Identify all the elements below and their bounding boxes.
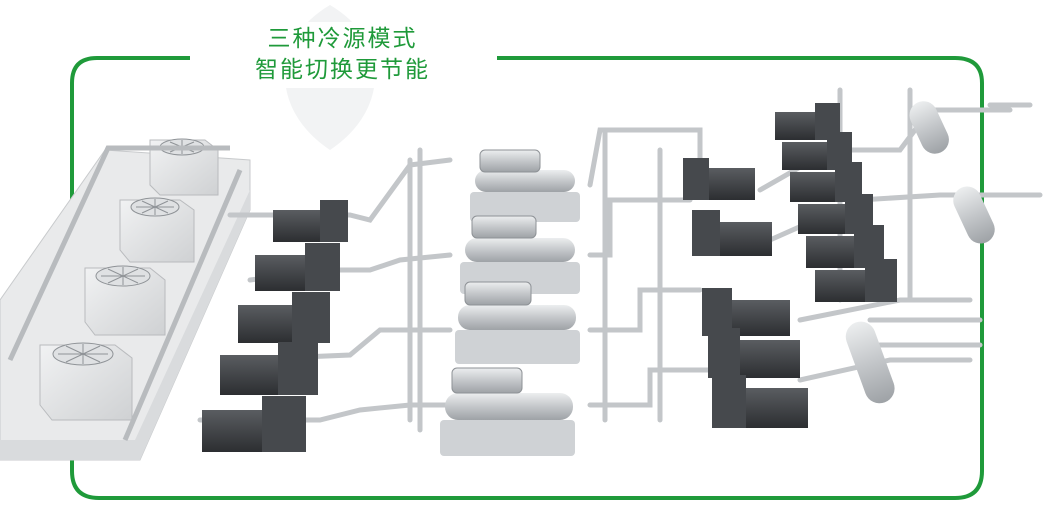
- title-line-2: 智能切换更节能: [255, 57, 430, 83]
- cooling-tower: [39, 342, 133, 421]
- chiller: [440, 367, 575, 456]
- vessel: [909, 101, 949, 154]
- pump-group-right: [775, 103, 897, 302]
- pump: [220, 342, 318, 395]
- title-line-1: 三种冷源模式: [267, 26, 418, 52]
- vessel: [845, 321, 895, 404]
- cooling-tower-group: [0, 138, 251, 461]
- pump: [692, 210, 772, 256]
- pump: [712, 375, 808, 428]
- pump: [683, 158, 755, 200]
- vessel-group: [845, 101, 995, 404]
- title-block: 三种冷源模式 智能切换更节能: [190, 22, 495, 88]
- cooling-tower: [84, 265, 166, 336]
- pump-group-left: [202, 200, 348, 452]
- pump: [238, 292, 330, 343]
- pump-group-middle: [683, 158, 808, 428]
- cooling-tower: [119, 197, 195, 263]
- vessel: [953, 186, 995, 244]
- chiller: [470, 149, 580, 222]
- fan-icon: [136, 199, 174, 215]
- pump: [815, 259, 897, 302]
- chiller: [455, 281, 580, 364]
- fan-icon: [58, 344, 108, 364]
- frame-outline: [70, 56, 984, 500]
- pump: [255, 243, 340, 291]
- pump: [202, 396, 306, 452]
- pump: [708, 328, 800, 378]
- fan-icon: [101, 267, 145, 285]
- chiller-group: [440, 149, 580, 456]
- pump: [273, 200, 348, 242]
